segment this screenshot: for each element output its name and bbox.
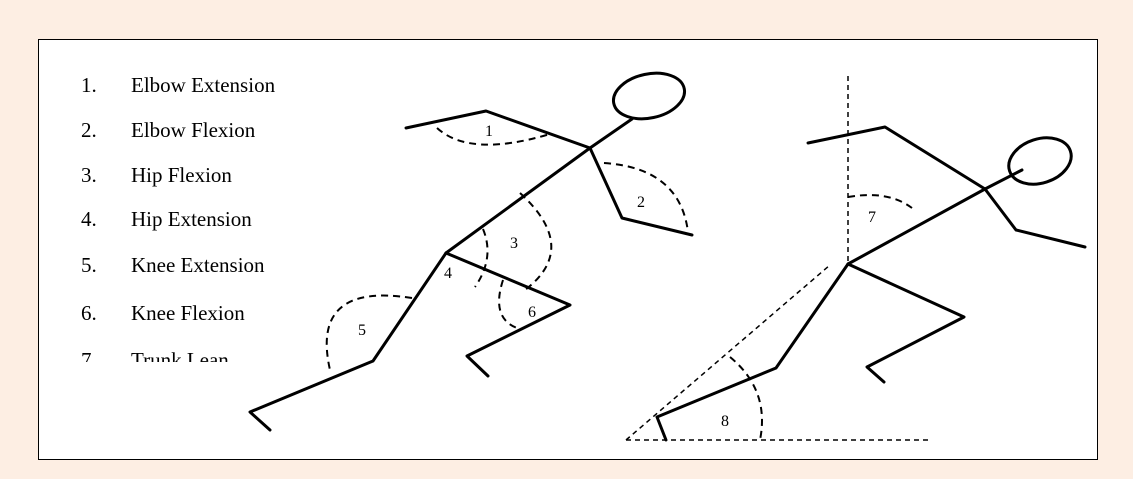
angle-arc-7 [847,194,913,209]
legend-number: 5. [81,253,97,277]
right-figure-front-arm [983,187,1087,249]
right-stick-figure [655,125,1087,442]
right-figure-reference-lines [625,76,930,441]
right-figure-head [1007,136,1073,186]
left-figure-angle-arcs [325,127,689,371]
right-figure-angle-arcs [729,194,913,441]
angle-arc-6 [498,279,521,330]
left-figure-trunk [444,146,592,255]
legend-number: 2. [81,118,97,142]
legend-number: 7. [81,348,97,362]
angle-label-6: 6 [528,304,536,321]
legend-label: Hip Extension [131,207,252,231]
angle-label-5: 5 [358,322,366,339]
legend-number: 4. [81,207,97,231]
right-figure-neck [983,168,1024,191]
legend-label: Knee Flexion [131,301,245,325]
left-figure-head [611,71,687,121]
right-figure-front-leg [846,262,966,384]
angle-label-8: 8 [721,413,729,430]
angle-label-3: 3 [510,235,518,252]
left-figure-rear-leg [248,251,448,432]
left-figure-front-leg [444,251,572,378]
angle-label-7: 7 [868,209,876,226]
angle-arc-4 [474,228,489,288]
angle-arc-8 [729,356,763,441]
left-stick-figure [248,71,694,432]
legend-number: 1. [81,73,97,97]
angle-label-2: 2 [637,194,645,211]
legend-number: 3. [81,163,97,187]
left-figure-rear-arm [404,109,592,150]
left-figure-neck [588,117,634,150]
right-figure-rear-arm [806,125,987,191]
angle-arc-3 [519,192,553,291]
right-figure-rear-leg [655,262,850,442]
angle-arc-1 [436,127,551,146]
legend-label: Elbow Extension [131,73,276,97]
angle-label-4: 4 [444,265,452,282]
right-figure-trunk [846,187,987,266]
legend-label: Hip Flexion [131,163,232,187]
legend-number: 6. [81,301,97,325]
left-figure-front-arm [588,146,694,237]
legend-label: Knee Extension [131,253,265,277]
legend-label: Elbow Flexion [131,118,256,142]
joint-angle-legend: 1. Elbow Extension 2. Elbow Flexion 3. H… [81,66,321,362]
angle-arc-5 [325,294,413,371]
angle-label-1: 1 [485,123,493,140]
legend-label: Trunk Lean [131,348,229,362]
angle-arc-2 [603,162,689,233]
angle-marker-labels: 1 2 3 4 5 6 7 8 [358,123,876,430]
diagram-panel [38,39,1098,460]
